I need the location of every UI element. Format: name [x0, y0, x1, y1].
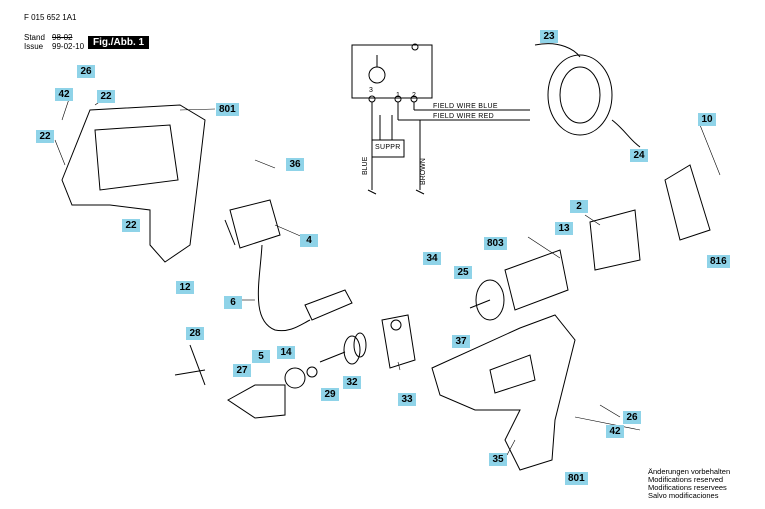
callout-25: 25: [454, 266, 472, 279]
brush-holder: [664, 164, 711, 241]
power-cord: [257, 244, 353, 332]
callout-24: 24: [630, 149, 648, 162]
field-coil: [534, 43, 641, 148]
callout-32: 32: [343, 376, 361, 389]
callout-37: 37: [452, 335, 470, 348]
callout-42: 42: [606, 425, 624, 438]
callout-5: 5: [252, 350, 270, 363]
field-wire-red-label: FIELD WIRE RED: [433, 113, 494, 120]
callout-27: 27: [233, 364, 251, 377]
bearing-plate: [381, 314, 416, 369]
callout-36: 36: [286, 158, 304, 171]
spindle-gear: [319, 332, 367, 365]
issue-date: 99-02-10: [52, 42, 85, 51]
callout-2: 2: [570, 200, 588, 213]
callout-816: 816: [707, 255, 730, 268]
rear-housing: [61, 104, 206, 263]
field-wire-blue-label: FIELD WIRE BLUE: [433, 103, 498, 110]
trigger-switch: [224, 199, 281, 249]
callout-35: 35: [489, 453, 507, 466]
figure-tag: Fig./Abb. 1: [88, 36, 150, 49]
drill-chuck: [227, 366, 318, 419]
footer-line-fr: Modifications reservees: [648, 483, 727, 492]
front-housing: [431, 314, 576, 471]
footer-line-es: Salvo modificaciones: [648, 491, 719, 500]
callout-26: 26: [77, 65, 95, 78]
terminal-3: 3: [369, 87, 374, 94]
terminal-1: 1: [396, 92, 401, 99]
issue-label: Issue: [24, 42, 44, 51]
callout-28: 28: [186, 327, 204, 340]
callout-14: 14: [277, 346, 295, 359]
brown-lead-label: BROWN: [420, 158, 427, 185]
callout-22: 22: [97, 90, 115, 103]
switch-schematic: [351, 43, 530, 195]
callout-6: 6: [224, 296, 242, 309]
callout-12: 12: [176, 281, 194, 294]
callout-26: 26: [623, 411, 641, 424]
armature: [469, 249, 569, 321]
stator-field: [589, 209, 641, 271]
stand-date: 98-02: [52, 33, 73, 42]
footer-line-en: Modifications reserved: [648, 475, 724, 484]
callout-34: 34: [423, 252, 441, 265]
callout-801: 801: [565, 472, 588, 485]
stand-label: Stand: [24, 33, 45, 42]
callout-22: 22: [36, 130, 54, 143]
callout-29: 29: [321, 388, 339, 401]
blue-lead-label: BLUE: [362, 156, 369, 175]
terminal-2: 2: [412, 92, 417, 99]
callout-4: 4: [300, 234, 318, 247]
callout-803: 803: [484, 237, 507, 250]
callout-33: 33: [398, 393, 416, 406]
callout-42: 42: [55, 88, 73, 101]
document-code: F 015 652 1A1: [24, 13, 77, 22]
callout-13: 13: [555, 222, 573, 235]
chuck-key: [174, 344, 206, 386]
suppressor-label: SUPPR: [375, 144, 401, 151]
footer-line-de: Änderungen vorbehalten: [648, 467, 731, 476]
callout-23: 23: [540, 30, 558, 43]
callout-22: 22: [122, 219, 140, 232]
callout-10: 10: [698, 113, 716, 126]
callout-801: 801: [216, 103, 239, 116]
